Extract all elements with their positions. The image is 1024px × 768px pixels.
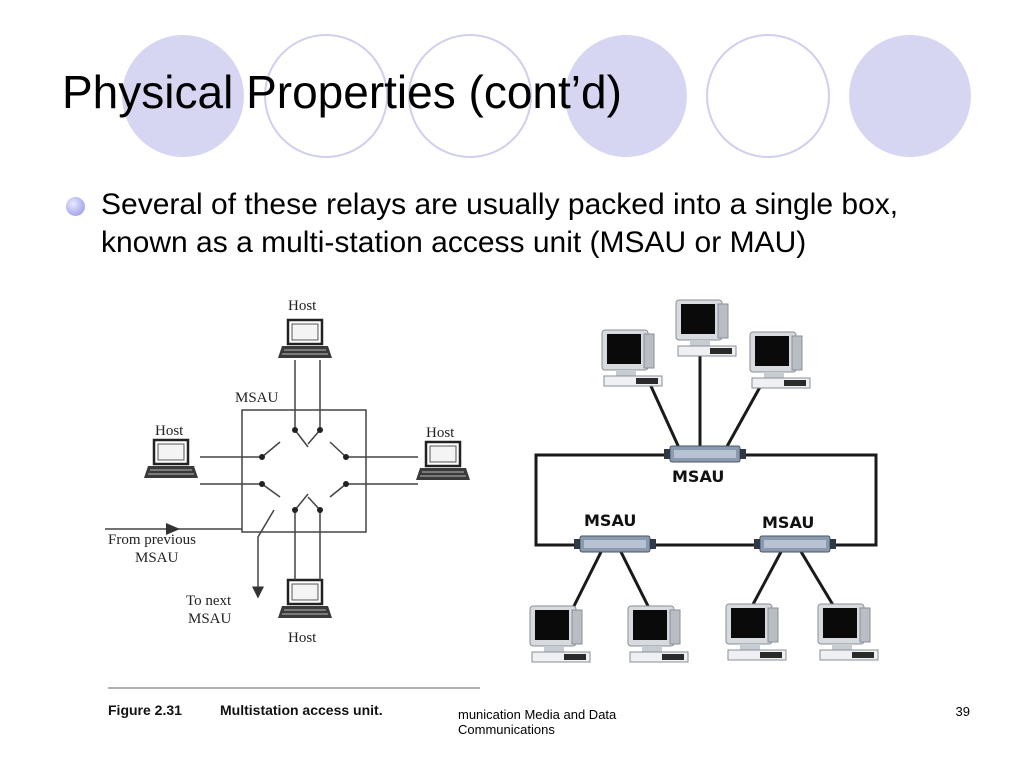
host-laptop-icon [142,438,200,480]
msau-top-label: MSAU [672,467,724,486]
deco-circle [706,34,830,158]
msau-hub-icon [573,535,657,553]
computer-icon [725,603,787,661]
host-bottom-label: Host [288,630,317,646]
computer-icon [627,605,689,663]
to-next-label: To next [186,593,232,609]
host-top-label: Host [288,298,317,314]
host-laptop-icon [276,578,334,620]
from-previous-label: From previous [108,532,196,548]
computer-icon [817,603,879,661]
deco-circle [408,34,532,158]
computer-icon [601,329,663,387]
host-left-label: Host [155,423,184,439]
msau-box [241,409,367,533]
computer-icon [675,299,737,357]
from-previous-label-2: MSAU [135,550,179,566]
msau-network-diagram: MSAU MSAU MSAU [529,299,879,663]
msau-hub-icon [663,445,747,463]
msau-diagram: Host MSAU Host Host From previous MSAU T… [105,298,480,718]
msau-label: MSAU [235,390,279,406]
figure-caption-text: Multistation access unit. [220,702,383,718]
host-laptop-icon [276,318,334,360]
msau-hub-icon [753,535,837,553]
host-laptop-icon [414,440,472,482]
host-right-label: Host [426,425,455,441]
bullet-text: Several of these relays are usually pack… [101,188,899,259]
msau-right-label: MSAU [762,513,814,532]
bullet-icon [66,197,85,216]
to-next-label-2: MSAU [188,611,232,627]
computer-icon [529,605,591,663]
deco-circle [122,35,244,157]
slide-title: Physical Properties (cont’d) [62,66,622,118]
figure-caption-number: Figure 2.31 [108,702,182,718]
msau-left-label: MSAU [584,511,636,530]
page-number: 39 [955,704,970,719]
computer-icon [749,331,811,389]
deco-circle [849,35,971,157]
deco-circle [264,34,388,158]
footer-text: munication Media and Data Communications [458,707,617,737]
deco-circle [565,35,687,157]
